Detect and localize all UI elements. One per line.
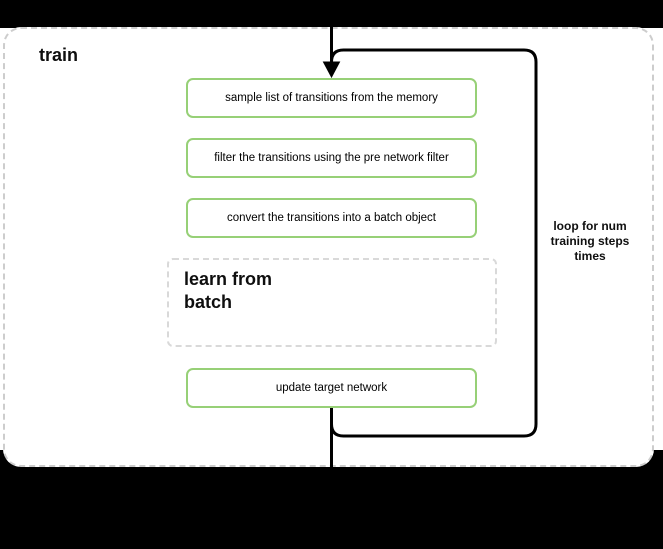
step-box-update-target-network: update target network (186, 368, 477, 408)
train-container-title: train (39, 45, 79, 65)
step-box-convert-batch: convert the transitions into a batch obj… (186, 198, 477, 238)
step-label: sample list of transitions from the memo… (225, 92, 438, 104)
subprocess-box-learn-from-batch: learn from batch (167, 258, 497, 347)
top-letterbox (0, 0, 663, 28)
step-label: convert the transitions into a batch obj… (226, 212, 437, 224)
loop-annotation-line1: loop for num (553, 219, 627, 233)
step-box-sample-transitions: sample list of transitions from the memo… (186, 78, 477, 118)
subprocess-label-line2: batch (184, 292, 233, 313)
step-label: update target network (275, 382, 388, 394)
loop-annotation-line2: training steps (550, 234, 630, 248)
loop-annotation-line3: times (574, 249, 606, 263)
step-box-filter-transitions: filter the transitions using the pre net… (186, 138, 477, 178)
subprocess-label-line1: learn from (184, 269, 273, 289)
loop-annotation: loop for num training steps times (534, 219, 646, 264)
step-label: filter the transitions using the pre net… (214, 152, 449, 164)
